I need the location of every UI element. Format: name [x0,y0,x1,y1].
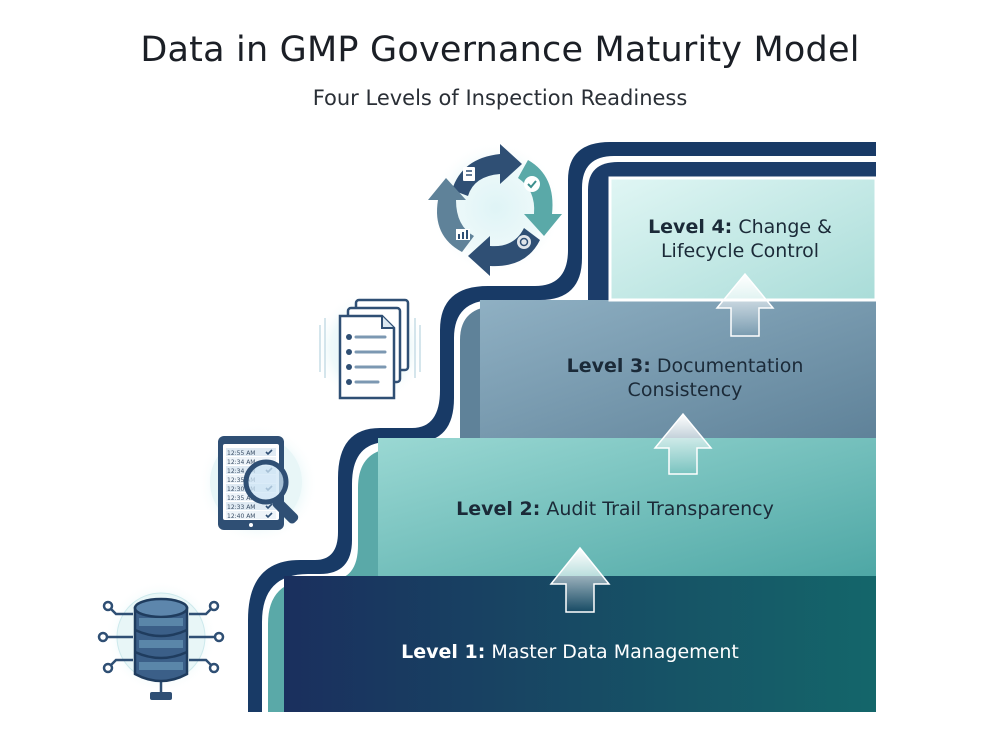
check-badge-icon [524,176,540,192]
level-2-block [378,438,876,576]
chart-badge-icon [456,229,470,240]
audit-time-5: 12:30 AM [227,486,255,493]
level-4-name-line2: Lifecycle Control [660,240,820,262]
level-4-prefix: Level 4: [648,216,733,238]
audit-time-4: 12:35 AM [227,477,255,484]
level-1-prefix: Level 1: [401,641,486,663]
database-icon [97,581,225,700]
level-3-name-line1: Documentation [656,355,804,377]
level-2-prefix: Level 2: [456,498,541,520]
level-1-name: Master Data Management [491,641,739,663]
lifecycle-cycle-icon [428,142,562,276]
documents-icon [314,292,426,404]
audit-time-6: 12:35 AM [227,495,255,502]
checklist-icon [463,167,475,181]
audit-time-3: 12:34 AM [227,468,255,475]
level-4-label: Level 4: Change & Lifecycle Control [610,215,870,263]
diagram-title: Data in GMP Governance Maturity Model [140,30,860,70]
level-3-label: Level 3: Documentation Consistency [520,354,850,402]
arrow-up-icon-1 [549,546,611,613]
level-3-name-line2: Consistency [627,379,743,401]
level-2-label: Level 2: Audit Trail Transparency [400,497,830,521]
level-1-label: Level 1: Master Data Management [330,640,810,664]
audit-time-8: 12:40 AM [227,513,255,520]
cycle-badge-icon [517,235,531,249]
level-4-name-line1: Change & [738,216,832,238]
arrow-up-icon-3 [715,272,775,337]
audit-time-1: 12:55 AM [227,450,255,457]
diagram-subtitle: Four Levels of Inspection Readiness [312,86,688,110]
audit-tablet-magnifier-icon: 12:55 AM 12:34 AM 12:34 AM 12:35 AM 12:3… [198,424,318,544]
level-3-block [480,300,876,438]
level-2-name: Audit Trail Transparency [546,498,774,520]
audit-time-2: 12:34 AM [227,459,255,466]
audit-time-7: 12:33 AM [227,504,255,511]
arrow-up-icon-2 [653,412,713,475]
level-3-prefix: Level 3: [566,355,651,377]
